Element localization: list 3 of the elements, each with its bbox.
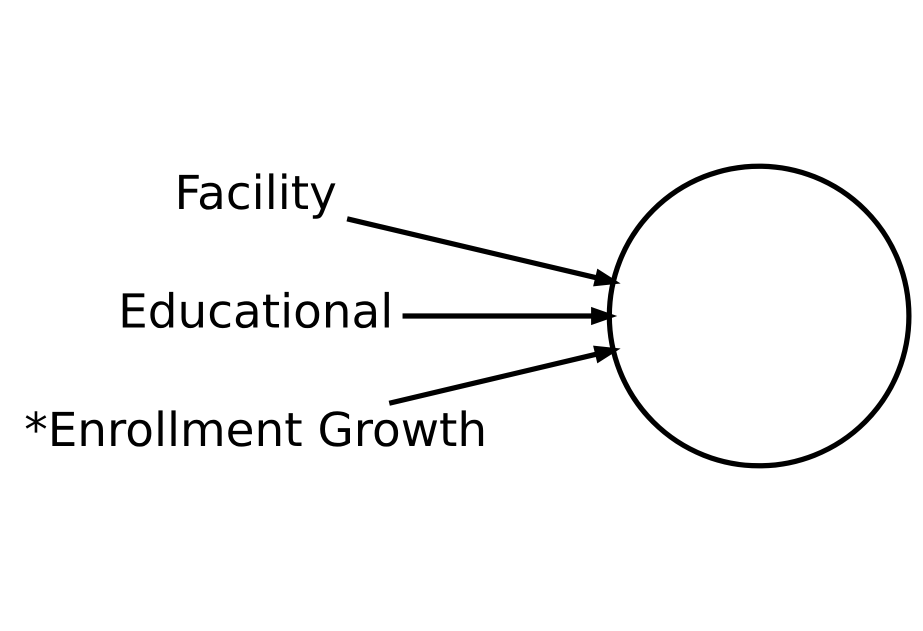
node-text: Educational (118, 284, 394, 339)
node-text: Facility (174, 165, 337, 220)
node-text: *Enrollment Growth (24, 402, 488, 458)
